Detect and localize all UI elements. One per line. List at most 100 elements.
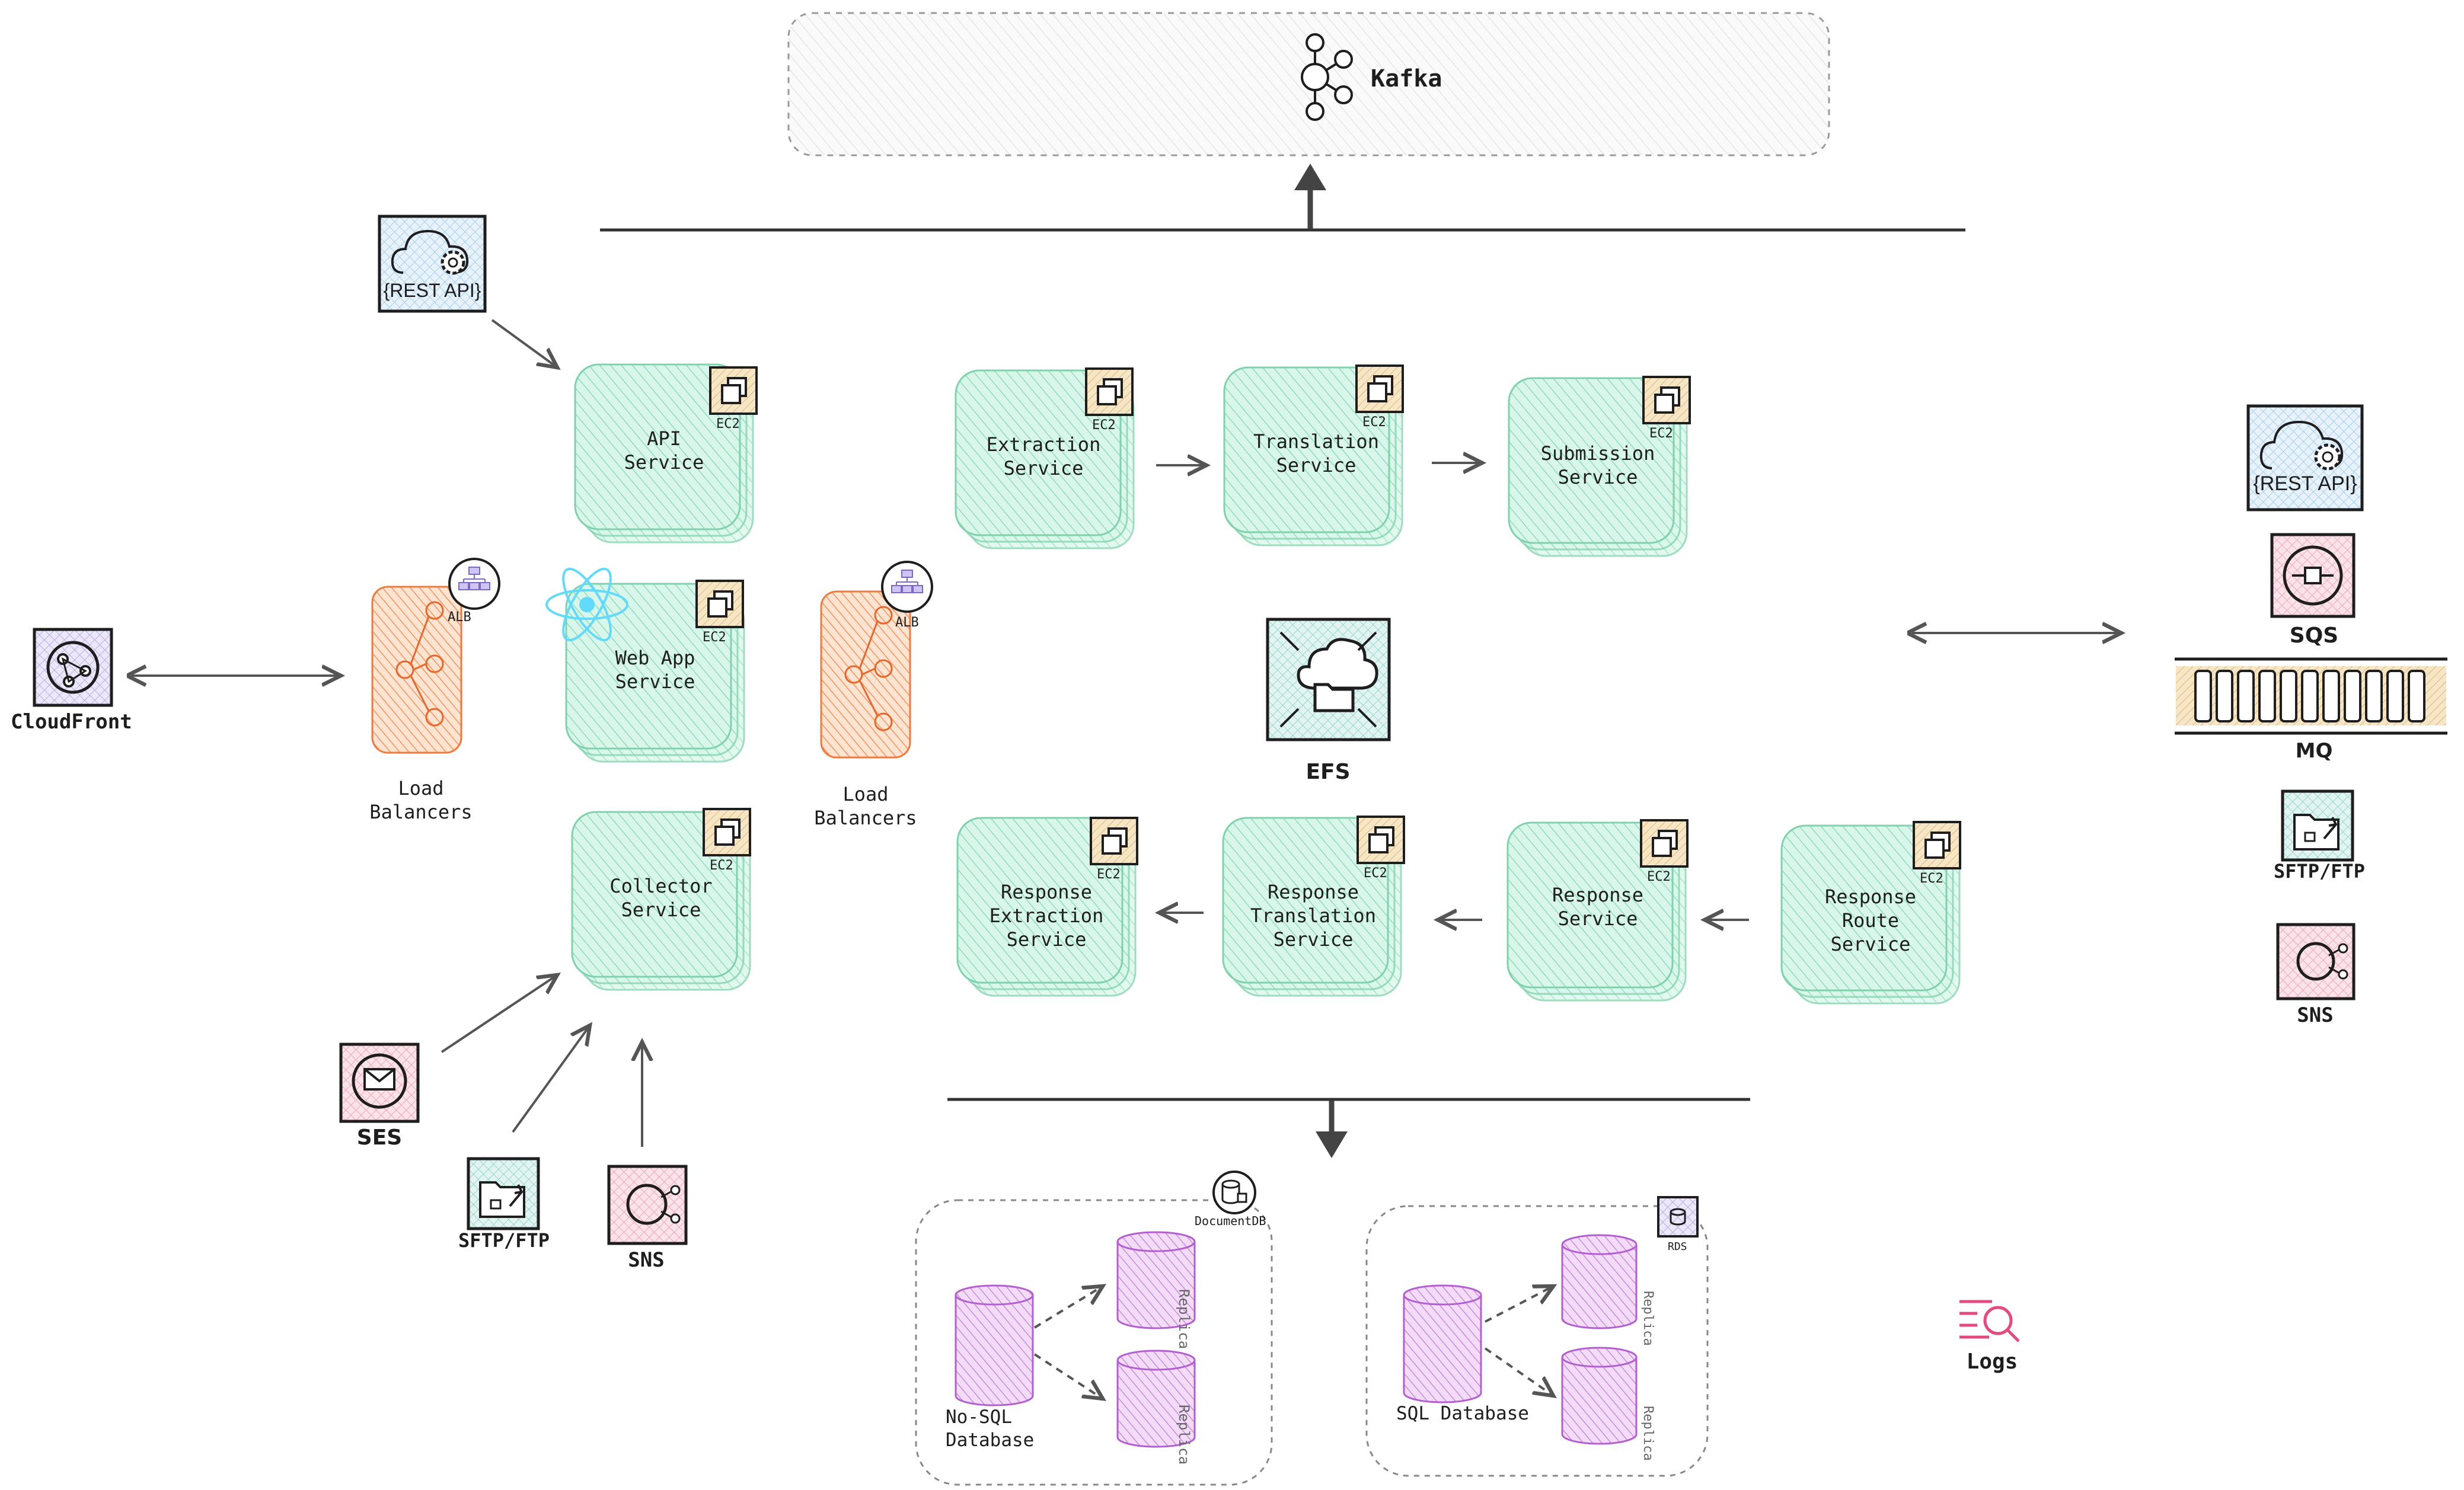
- ec2-icon: [1357, 816, 1405, 864]
- response-route-service-label: Response Route Service: [1824, 885, 1917, 955]
- kafka-icon: [1301, 33, 1353, 121]
- sns-icon-left: [607, 1165, 688, 1245]
- load-balancer-right: [820, 590, 911, 759]
- ec2-label: EC2: [1364, 866, 1387, 881]
- arrow-sftp-collector: [512, 1025, 590, 1133]
- mq-queue-cell: [2344, 670, 2361, 722]
- translation-service-label: Translation Service: [1253, 430, 1379, 477]
- kafka-label: Kafka: [1371, 65, 1442, 92]
- ec2-icon: [1640, 819, 1689, 868]
- ec2-icon: [1913, 821, 1961, 869]
- response-translation-service-label: Response Translation Service: [1250, 881, 1376, 951]
- rest-api-icon-left: [378, 215, 487, 313]
- replica-label-1: Replica: [1176, 1289, 1192, 1350]
- replica-arrow-nosql-1: [1033, 1286, 1103, 1329]
- mq-queue-cell: [2408, 670, 2425, 722]
- sns-label-right: SNS: [2297, 1003, 2334, 1027]
- arrow-restapi-api: [491, 319, 557, 367]
- mq-icon: [2175, 657, 2447, 735]
- mq-queue-cell: [2386, 670, 2404, 722]
- submission-service-label: Submission Service: [1540, 442, 1655, 488]
- response-route-service-box: [1780, 824, 1961, 1005]
- mq-queue-cell: [2365, 670, 2383, 722]
- response-service-label: Response Service: [1552, 884, 1644, 930]
- replica-arrow-nosql-2: [1033, 1353, 1103, 1399]
- mq-queue-cell: [2258, 670, 2276, 722]
- ec2-icon: [695, 580, 744, 628]
- rest-api-label-left: {REST API}: [383, 280, 481, 301]
- nosql-replica-db-1: [1116, 1231, 1196, 1329]
- rds-label: RDS: [1668, 1240, 1687, 1253]
- cloudfront-label: CloudFront: [11, 710, 132, 734]
- extraction-service-box: [955, 369, 1135, 549]
- sftp-label-left: SFTP/FTP: [458, 1229, 550, 1252]
- submission-service-box: [1508, 377, 1688, 557]
- translation-service-box: [1223, 366, 1403, 546]
- response-translation-service-box: [1222, 817, 1402, 997]
- ses-label: SES: [356, 1126, 403, 1150]
- replica-label-3: Replica: [1640, 1291, 1655, 1346]
- rest-api-icon-right: [2246, 404, 2364, 511]
- mq-queue-cell: [2194, 670, 2212, 722]
- sqs-icon: [2270, 533, 2356, 618]
- cloudfront-icon: [33, 628, 113, 707]
- nosql-replica-db-2: [1116, 1350, 1196, 1448]
- mq-queue-cell: [2216, 670, 2233, 722]
- collector-service-label: Collector Service: [609, 875, 713, 921]
- nosql-database-label: No-SQL Database: [946, 1406, 1035, 1451]
- efs-label: EFS: [1306, 760, 1351, 784]
- ec2-icon: [1642, 376, 1691, 424]
- logs-icon: [1959, 1300, 2020, 1342]
- arrow-ses-collector: [441, 975, 557, 1053]
- ec2-label: EC2: [1647, 869, 1671, 884]
- response-service-box: [1507, 821, 1687, 1002]
- sql-replica-db-1: [1561, 1234, 1638, 1329]
- ec2-label: EC2: [703, 630, 726, 645]
- mq-queue-cell: [2280, 670, 2297, 722]
- database-cylinders: [955, 1231, 1638, 1448]
- replica-arrow-sql-1: [1485, 1286, 1553, 1323]
- rds-icon: [1657, 1196, 1699, 1238]
- webapp-service-label: Web App Service: [615, 647, 695, 693]
- alb-label-right: ALB: [895, 615, 919, 630]
- ec2-icon: [709, 366, 758, 415]
- sqs-label: SQS: [2289, 624, 2339, 648]
- load-balancer-left: [371, 586, 462, 754]
- ec2-label: EC2: [1362, 415, 1386, 430]
- service-boxes: [565, 363, 1961, 1005]
- api-service-box: [574, 363, 754, 543]
- nosql-primary-db: [955, 1284, 1034, 1406]
- load-balancers: [371, 558, 933, 759]
- alb-icon: [881, 561, 933, 613]
- ec2-label: EC2: [716, 417, 740, 431]
- mq-queue-cell: [2237, 670, 2255, 722]
- nosql-db-group: [915, 1199, 1273, 1486]
- sftp-icon-right: [2281, 789, 2354, 862]
- collector-service-box: [571, 811, 751, 991]
- sql-replica-db-2: [1561, 1347, 1638, 1445]
- extraction-service-label: Extraction Service: [986, 433, 1101, 479]
- api-service-label: API Service: [624, 427, 704, 474]
- ec2-icon: [1355, 364, 1404, 413]
- ec2-icon: [1090, 817, 1138, 865]
- load-balancers-label-left: Load Balancers: [369, 777, 473, 823]
- efs-icon: [1266, 618, 1391, 741]
- ec2-label: EC2: [710, 858, 733, 873]
- response-extraction-service-box: [956, 817, 1137, 997]
- mq-queue-cell: [2322, 670, 2340, 722]
- sql-database-label: SQL Database: [1396, 1403, 1529, 1424]
- replica-label-4: Replica: [1640, 1406, 1655, 1461]
- ec2-label: EC2: [1097, 867, 1121, 882]
- load-balancers-label-right: Load Balancers: [814, 783, 917, 829]
- documentdb-label: DocumentDB: [1195, 1214, 1266, 1228]
- replica-label-2: Replica: [1176, 1405, 1192, 1465]
- alb-icon: [448, 558, 500, 610]
- webapp-service-box: [565, 583, 745, 763]
- sql-db-group: [1365, 1205, 1709, 1477]
- react-icon: [545, 567, 628, 642]
- ec2-label: EC2: [1649, 426, 1673, 441]
- documentdb-icon: [1212, 1171, 1256, 1214]
- response-extraction-service-label: Response Extraction Service: [989, 881, 1104, 951]
- logs-label: Logs: [1966, 1350, 2018, 1374]
- alb-label-left: ALB: [448, 610, 471, 625]
